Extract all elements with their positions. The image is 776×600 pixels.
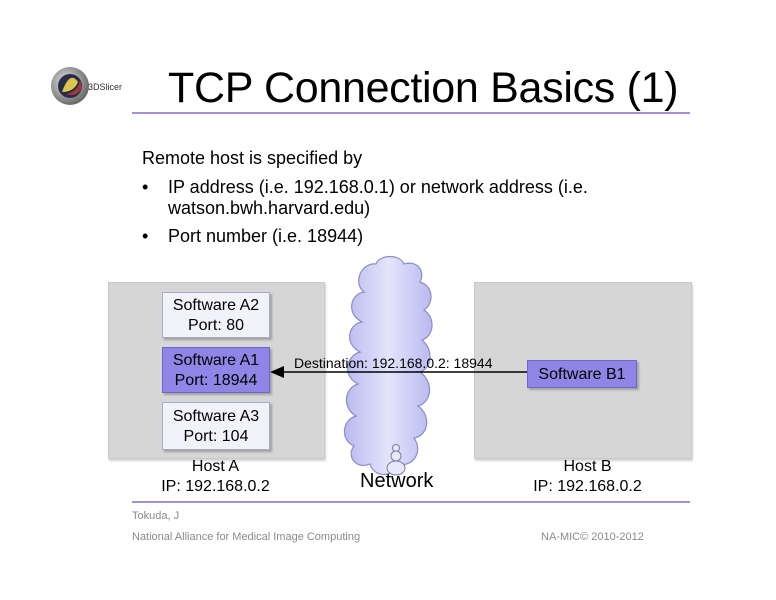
network-label: Network — [360, 470, 434, 492]
footer-organization: National Alliance for Medical Image Comp… — [132, 531, 361, 543]
software-b1-box: Software B1 — [527, 360, 637, 388]
host-a-label: Host A IP: 192.168.0.2 — [128, 457, 303, 497]
footer-copyright: NA-MIC© 2010-2012 — [541, 531, 644, 543]
software-port: Port: 80 — [187, 317, 245, 334]
footer-divider — [132, 501, 690, 503]
connection-label: Destination: 192.168.0.2: 18944 — [294, 355, 493, 371]
slicer-logo: 3DSlicer — [48, 62, 148, 110]
bullet-text: IP address (i.e. 192.168.0.1) or network… — [168, 177, 588, 218]
software-port: Port: 18944 — [174, 372, 258, 389]
software-port: Port: 104 — [183, 428, 249, 445]
slide-title: TCP Connection Basics (1) — [168, 64, 679, 112]
svg-text:3DSlicer: 3DSlicer — [88, 82, 122, 92]
software-name: Software B1 — [538, 366, 626, 383]
bullet-symbol: • — [142, 177, 149, 197]
title-divider — [132, 112, 690, 114]
connection-arrow — [270, 366, 527, 378]
host-a-name: Host A — [191, 458, 240, 475]
host-b-label: Host B IP: 192.168.0.2 — [505, 457, 670, 497]
network-cloud-icon — [343, 255, 433, 476]
bullet-symbol: • — [142, 226, 149, 246]
host-b-ip: IP: 192.168.0.2 — [533, 478, 642, 495]
slicer-logo-icon: 3DSlicer — [51, 67, 122, 105]
software-name: Software A1 — [172, 352, 260, 369]
software-a3-box: Software A3 Port: 104 — [162, 402, 270, 450]
software-a2-box: Software A2 Port: 80 — [162, 292, 270, 338]
bullet-text: Port number (i.e. 18944) — [168, 226, 364, 246]
person-icon — [386, 444, 406, 476]
software-name: Software A3 — [172, 408, 260, 425]
software-name: Software A2 — [172, 297, 260, 314]
intro-text: Remote host is specified by — [142, 148, 363, 168]
host-b-name: Host B — [563, 458, 612, 475]
host-a-ip: IP: 192.168.0.2 — [161, 478, 270, 495]
software-a1-box: Software A1 Port: 18944 — [162, 347, 270, 393]
footer-author: Tokuda, J — [132, 510, 180, 522]
